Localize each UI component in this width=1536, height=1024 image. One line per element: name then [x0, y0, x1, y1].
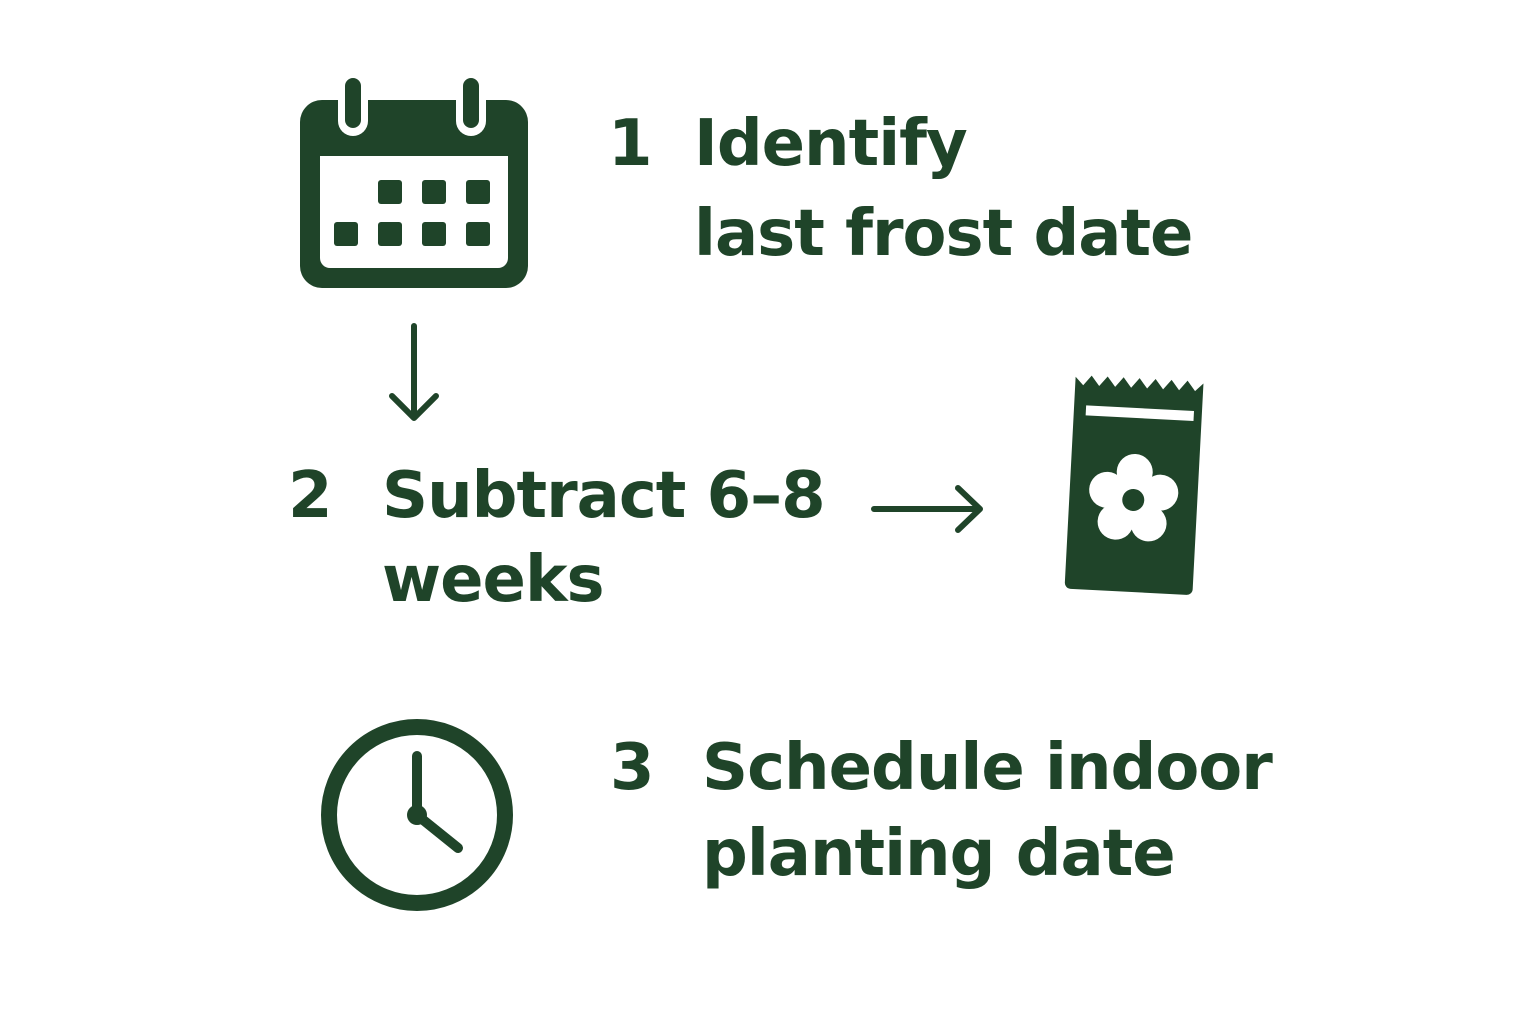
step-1-number: 1	[608, 107, 653, 181]
step-2-title-line-2: weeks	[382, 543, 605, 617]
step-3-title-line-2: planting date	[702, 817, 1176, 891]
clock-icon	[318, 716, 516, 914]
step-2-title-line-1: Subtract 6–8	[382, 459, 826, 533]
arrow-right-icon	[870, 484, 988, 534]
step-3-number: 3	[610, 731, 655, 805]
seed-packet-icon	[1050, 374, 1218, 598]
step-1-title-line-1: Identify	[694, 107, 968, 181]
calendar-icon	[300, 76, 530, 288]
step-1-title-line-2: last frost date	[694, 197, 1193, 271]
step-2-number: 2	[288, 459, 333, 533]
step-3-title-line-1: Schedule indoor	[702, 731, 1273, 805]
arrow-down-icon	[388, 322, 440, 426]
